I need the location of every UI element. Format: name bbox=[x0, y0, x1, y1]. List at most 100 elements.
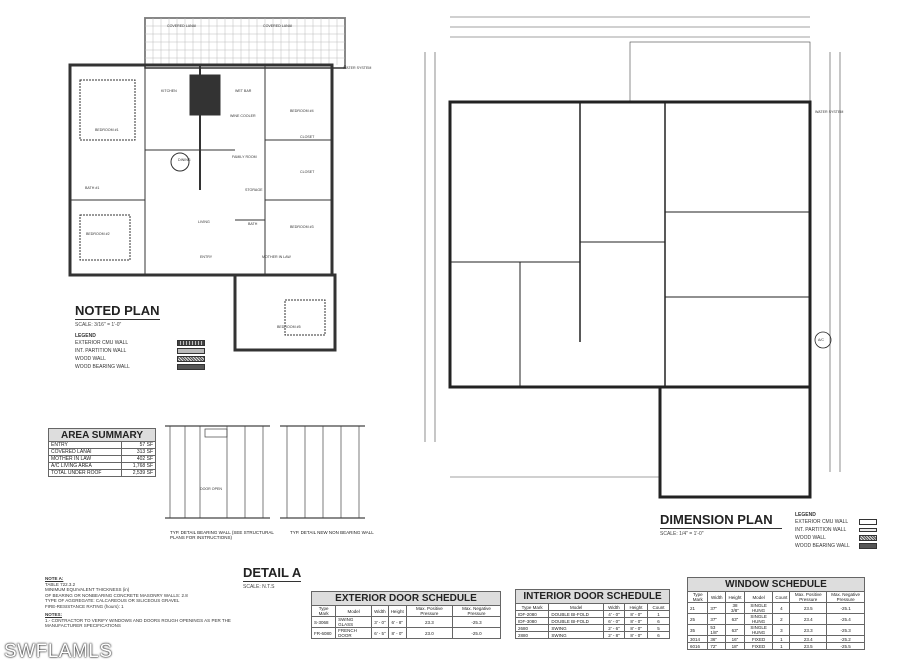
column-header: Model bbox=[743, 591, 774, 603]
legend-label: WOOD WALL bbox=[795, 535, 826, 541]
area-label: COVERED LANAI bbox=[47, 448, 123, 456]
table-cell: 8' - 0" bbox=[624, 624, 649, 632]
table-cell: FIXED bbox=[743, 635, 774, 643]
table-cell: 6 bbox=[647, 617, 670, 625]
column-header: Type Mark bbox=[514, 603, 550, 611]
ac-label: A/C bbox=[818, 338, 824, 342]
table-cell: 21 bbox=[686, 602, 709, 614]
legend-label: WOOD BEARING WALL bbox=[795, 543, 850, 549]
door-open-label: DOOR OPEN bbox=[200, 487, 222, 491]
table-cell: SINGLE HUNG bbox=[743, 602, 774, 614]
table-cell: 6' - 8" bbox=[387, 616, 407, 628]
table-cell: 2 bbox=[772, 613, 791, 625]
table-cell: SINGLE HUNG bbox=[743, 613, 774, 625]
legend-swatch bbox=[859, 528, 877, 532]
column-header: Count bbox=[647, 603, 670, 611]
area-label: A/C LIVING AREA bbox=[47, 462, 123, 470]
table-cell: 6' - 0" bbox=[602, 617, 626, 625]
noted-plan-title: NOTED PLAN bbox=[75, 303, 160, 320]
detail-scale: SCALE: N.T.S bbox=[243, 584, 275, 590]
table-cell: SINGLE HUNG bbox=[743, 624, 774, 636]
dimension-plan-title: DIMENSION PLAN bbox=[660, 512, 782, 529]
table-cell: FRENCH DOOR bbox=[335, 627, 373, 639]
column-header: Model bbox=[548, 603, 604, 611]
table-cell: 2' - 8" bbox=[602, 631, 626, 639]
column-header: Height bbox=[387, 605, 407, 617]
room-label: STORAGE bbox=[245, 188, 263, 192]
detail-caption-non-bearing: TYP. DETAIL NEW NON BEARING WALL bbox=[290, 530, 374, 535]
legend-swatch bbox=[177, 340, 205, 346]
table-cell: IDF-2080 bbox=[514, 610, 550, 618]
note-a-title: NOTE A: bbox=[45, 576, 64, 581]
table-cell: 5 bbox=[647, 624, 670, 632]
detail-caption-bearing: TYP. DETAIL BEARING WALL (SEE STRUCTURAL… bbox=[170, 530, 274, 540]
table-cell: FR-6080 bbox=[310, 627, 337, 639]
column-header: Width bbox=[602, 603, 626, 611]
legend-swatch bbox=[859, 519, 877, 525]
legend-label: EXTERIOR CMU WALL bbox=[795, 519, 849, 525]
table-cell: 63" bbox=[725, 624, 745, 636]
room-label: BEDROOM #3 bbox=[290, 225, 314, 229]
dimension-plan-drawing bbox=[424, 16, 841, 499]
table-cell: 37" bbox=[707, 602, 727, 614]
legend-swatch bbox=[177, 356, 205, 362]
table-cell: 23.4 bbox=[789, 635, 828, 643]
table-cell: 23.3 bbox=[405, 616, 454, 628]
note-line: OF BEARING OR NONBEARING CONCRETE MASONR… bbox=[45, 592, 188, 598]
noted-plan-title-block: NOTED PLAN SCALE: 3/16" = 1'-0" bbox=[75, 303, 160, 328]
water-system-label: WATER SYSTEM bbox=[815, 110, 844, 114]
column-header: Max. Positive Pressure bbox=[405, 605, 454, 617]
window-schedule-title: WINDOW SCHEDULE bbox=[687, 577, 865, 592]
table-cell: 2880 bbox=[514, 631, 550, 639]
room-label: DINING bbox=[178, 158, 191, 162]
noted-plan-scale: SCALE: 3/16" = 1'-0" bbox=[75, 322, 122, 328]
table-cell: 53 1/8" bbox=[707, 624, 727, 636]
table-cell: SWING bbox=[548, 624, 604, 632]
room-label: CLOSET bbox=[300, 170, 315, 174]
room-label: ENTRY bbox=[200, 255, 213, 259]
table-cell: 23.5 bbox=[789, 642, 828, 650]
room-label: COVERED LANAI bbox=[167, 24, 197, 28]
table-cell: 23.0 bbox=[405, 627, 454, 639]
column-header: Max. Positive Pressure bbox=[789, 591, 828, 603]
column-header: Type Mark bbox=[686, 591, 709, 603]
room-label: CLOSET bbox=[300, 135, 315, 139]
column-header: Width bbox=[707, 591, 727, 603]
table-cell: 72" bbox=[707, 642, 727, 650]
table-cell: 6016 bbox=[686, 642, 709, 650]
room-label: BEDROOM #1 bbox=[95, 128, 119, 132]
room-label: BEDROOM #2 bbox=[86, 232, 110, 236]
table-cell: 6' - 5" bbox=[371, 627, 389, 639]
table-cell: -25.3 bbox=[452, 616, 501, 628]
interior-door-schedule-title: INTERIOR DOOR SCHEDULE bbox=[515, 589, 670, 604]
noted-plan-drawing bbox=[68, 17, 346, 352]
table-cell: 8' - 0" bbox=[624, 610, 649, 618]
legend-swatch bbox=[859, 535, 877, 541]
table-cell: -25.4 bbox=[826, 613, 865, 625]
note-line: 1.- CONTRACTOR TO VERIFY WINDOWS AND DOO… bbox=[45, 617, 231, 629]
note-line: TABLE 722.3.2 bbox=[45, 581, 76, 587]
table-cell: DOUBLE BI-FOLD bbox=[548, 610, 604, 618]
room-label: FAMILY ROOM bbox=[232, 155, 257, 159]
column-header: Count bbox=[772, 591, 791, 603]
table-cell: 25 bbox=[686, 613, 709, 625]
table-cell: -25.3 bbox=[826, 624, 865, 636]
table-cell: 3014 bbox=[686, 635, 709, 643]
note-line: MINIMUM EQUIVALENT THICKNESS (in) bbox=[45, 587, 130, 592]
room-label: BATH bbox=[248, 222, 258, 226]
table-cell: 8' - 0" bbox=[387, 627, 407, 639]
table-cell: 35 bbox=[686, 624, 709, 636]
column-header: Max. Negative Pressure bbox=[452, 605, 501, 617]
